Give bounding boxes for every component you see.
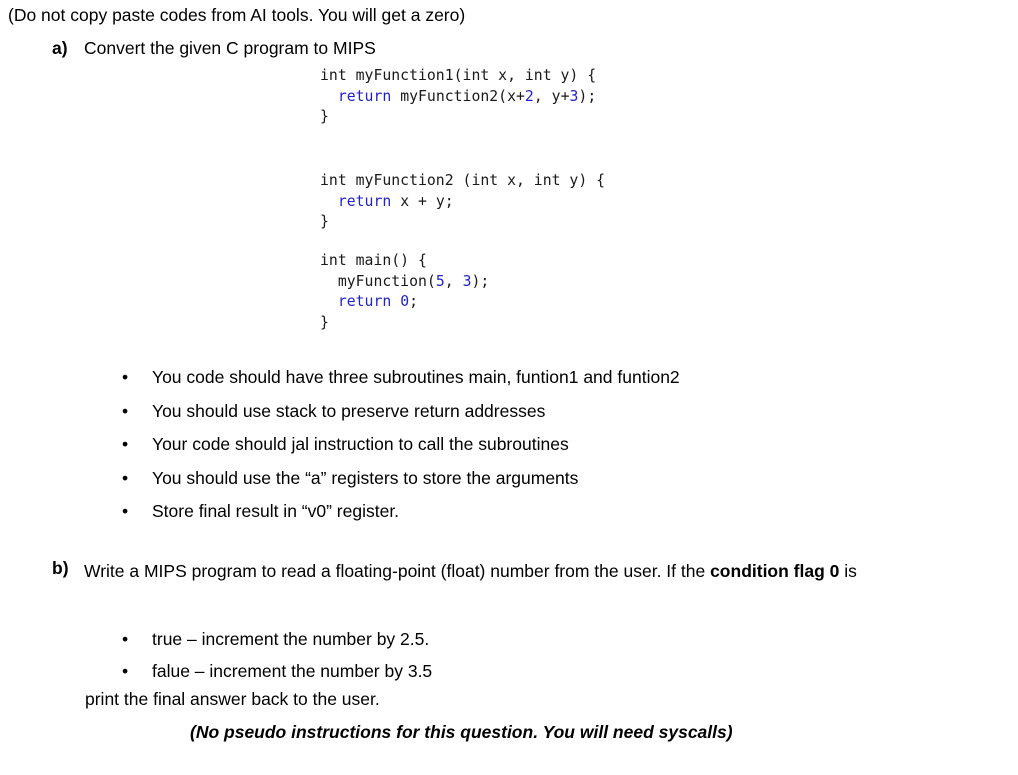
code-text: int main() { xyxy=(320,252,427,269)
question-b-label: b) xyxy=(52,558,69,578)
requirement-item: Store final result in “v0” register. xyxy=(122,495,680,529)
requirement-item: You should use the “a” registers to stor… xyxy=(122,462,680,496)
code-number: 0 xyxy=(400,293,410,310)
code-line: return 0; xyxy=(320,292,489,313)
code-text: x + y; xyxy=(391,192,454,210)
code-line: int myFunction1(int x, int y) { xyxy=(320,66,596,87)
code-text: myFunction2(x+ xyxy=(391,87,525,105)
closing-note: (No pseudo instructions for this questio… xyxy=(190,722,733,742)
code-text: } xyxy=(320,213,329,230)
condition-item: falue – increment the number by 3.5 xyxy=(122,655,432,687)
requirement-item: Your code should jal instruction to call… xyxy=(122,428,680,462)
code-line: } xyxy=(320,313,489,334)
code-number: 3 xyxy=(462,272,472,290)
code-text xyxy=(320,88,338,105)
code-text xyxy=(391,293,400,310)
code-text: int myFunction2 (int x, int y) { xyxy=(320,172,606,189)
code-text: int myFunction1(int x, int y) { xyxy=(320,67,597,84)
code-text: , xyxy=(444,272,463,290)
code-block-myfunction2: int myFunction2 (int x, int y) { return … xyxy=(320,171,605,233)
code-keyword: return xyxy=(337,192,392,210)
code-block-main: int main() { myFunction(5, 3); return 0;… xyxy=(320,251,489,333)
code-number: 3 xyxy=(569,87,579,105)
requirements-list: You code should have three subroutines m… xyxy=(122,361,680,529)
question-a-label: a) xyxy=(52,38,68,58)
intro-note: (Do not copy paste codes from AI tools. … xyxy=(8,5,466,25)
code-line: int myFunction2 (int x, int y) { xyxy=(320,171,605,192)
code-line: } xyxy=(320,212,605,233)
code-text: ); xyxy=(578,87,597,105)
code-text: ); xyxy=(471,272,490,290)
question-b-text-part1: Write a MIPS program to read a floating-… xyxy=(84,561,711,581)
code-text xyxy=(320,293,338,310)
question-b-text: Write a MIPS program to read a floating-… xyxy=(84,556,946,587)
print-instruction-line: print the final answer back to the user. xyxy=(85,689,380,709)
code-number: 2 xyxy=(524,87,534,105)
code-line: } xyxy=(320,107,596,128)
question-a-text: Convert the given C program to MIPS xyxy=(84,38,376,58)
code-text: myFunction( xyxy=(320,272,436,290)
requirement-item: You should use stack to preserve return … xyxy=(122,395,680,429)
code-keyword: return xyxy=(337,87,392,105)
question-b-text-part2: is xyxy=(839,561,857,581)
question-b-text-bold: condition flag 0 xyxy=(710,561,840,581)
code-line: myFunction(5, 3); xyxy=(320,272,490,293)
code-text xyxy=(320,193,338,210)
condition-item: true – increment the number by 2.5. xyxy=(122,623,432,655)
code-line: return x + y; xyxy=(320,192,605,213)
code-line: return myFunction2(x+2, y+3); xyxy=(320,87,596,108)
code-block-myfunction1: int myFunction1(int x, int y) { return m… xyxy=(320,66,596,128)
requirement-item: You code should have three subroutines m… xyxy=(122,361,680,395)
question-b: b) Write a MIPS program to read a floati… xyxy=(52,556,952,587)
code-number: 5 xyxy=(435,272,445,290)
code-keyword: return xyxy=(337,293,392,310)
code-line: int main() { xyxy=(320,251,489,272)
code-text: ; xyxy=(409,293,419,310)
question-a: a) Convert the given C program to MIPS xyxy=(52,36,376,60)
conditions-list: true – increment the number by 2.5.falue… xyxy=(122,623,432,687)
code-text: } xyxy=(320,108,329,125)
code-text: } xyxy=(320,313,329,331)
code-text: , y+ xyxy=(533,87,570,105)
